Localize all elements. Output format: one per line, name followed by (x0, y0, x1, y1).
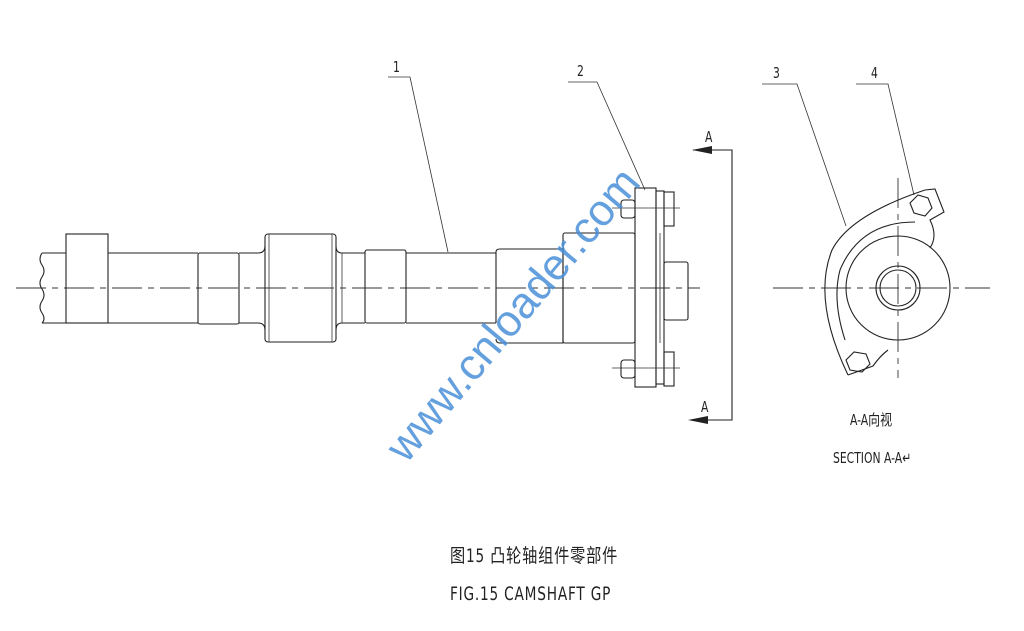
section-mark-top: A (705, 128, 713, 146)
main-journal (264, 233, 337, 343)
section-label-cn: A-A向视 (850, 411, 893, 429)
bolt-top (612, 191, 680, 227)
break-line (39, 252, 45, 324)
callout-1: 1 (393, 58, 400, 76)
leader-2 (568, 81, 646, 191)
camshaft (42, 187, 689, 388)
leader-1 (388, 76, 449, 253)
shaft-stub (663, 261, 689, 321)
callout-2: 2 (577, 62, 584, 80)
caption-cn: 图15 凸轮轴组件零部件 (450, 545, 619, 567)
caption-en: FIG.15 CAMSHAFT GP (450, 583, 612, 605)
journal (197, 252, 240, 325)
leader-4 (856, 83, 915, 196)
bolt-bottom (612, 351, 680, 387)
section-view (773, 178, 990, 378)
section-marker (688, 146, 733, 424)
leader-3 (762, 83, 847, 227)
cam-lobe (65, 233, 109, 324)
callout-4: 4 (871, 64, 878, 82)
section-label-en: SECTION A-A↵ (833, 449, 912, 467)
callout-3: 3 (773, 64, 780, 82)
section-mark-bottom: A (701, 398, 709, 416)
flange-plate (634, 187, 657, 388)
cam-lobe (364, 249, 407, 324)
